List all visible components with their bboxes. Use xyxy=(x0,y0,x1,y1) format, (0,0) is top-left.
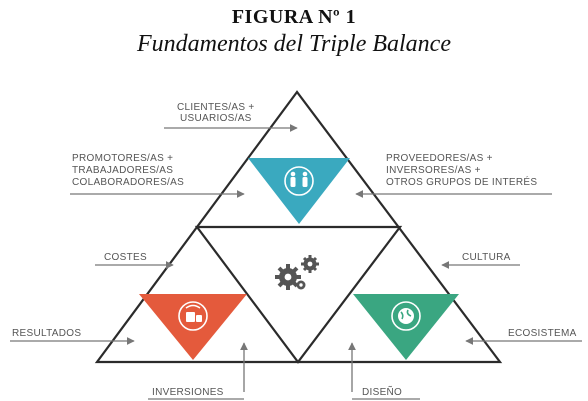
label-promotores-1: PROMOTORES/AS + xyxy=(72,153,173,164)
label-resultados: RESULTADOS xyxy=(12,328,81,339)
people-icon xyxy=(284,166,314,196)
inner-triangle xyxy=(194,225,403,364)
label-cultura: CULTURA xyxy=(462,252,511,263)
label-costes: COSTES xyxy=(104,252,147,263)
input-arrows xyxy=(10,124,582,400)
figure-number: FIGURA Nº 1 xyxy=(231,6,357,28)
label-promotores-3: COLABORADORES/AS xyxy=(72,177,184,188)
label-clientes-2: USUARIOS/AS xyxy=(180,113,252,124)
people-triangle xyxy=(248,158,350,224)
label-inversiones: INVERSIONES xyxy=(152,387,224,398)
label-proveedores-2: INVERSORES/AS + xyxy=(386,165,481,176)
figure-caption: Fundamentos del Triple Balance xyxy=(137,31,451,57)
label-proveedores-1: PROVEEDORES/AS + xyxy=(386,153,493,164)
planet-triangle xyxy=(353,294,459,360)
money-icon xyxy=(178,301,208,331)
label-proveedores-3: OTROS GRUPOS DE INTERÉS xyxy=(386,175,537,188)
money-triangle xyxy=(139,294,247,360)
label-clientes-1: CLIENTES/AS + xyxy=(177,102,255,113)
label-ecosistema: ECOSISTEMA xyxy=(508,328,577,339)
pyramid-outline xyxy=(94,90,503,364)
label-diseno: DISEÑO xyxy=(362,385,402,398)
label-promotores-2: TRABAJADORES/AS xyxy=(72,165,173,176)
globe-icon xyxy=(391,301,421,331)
gears-icon xyxy=(275,255,319,290)
